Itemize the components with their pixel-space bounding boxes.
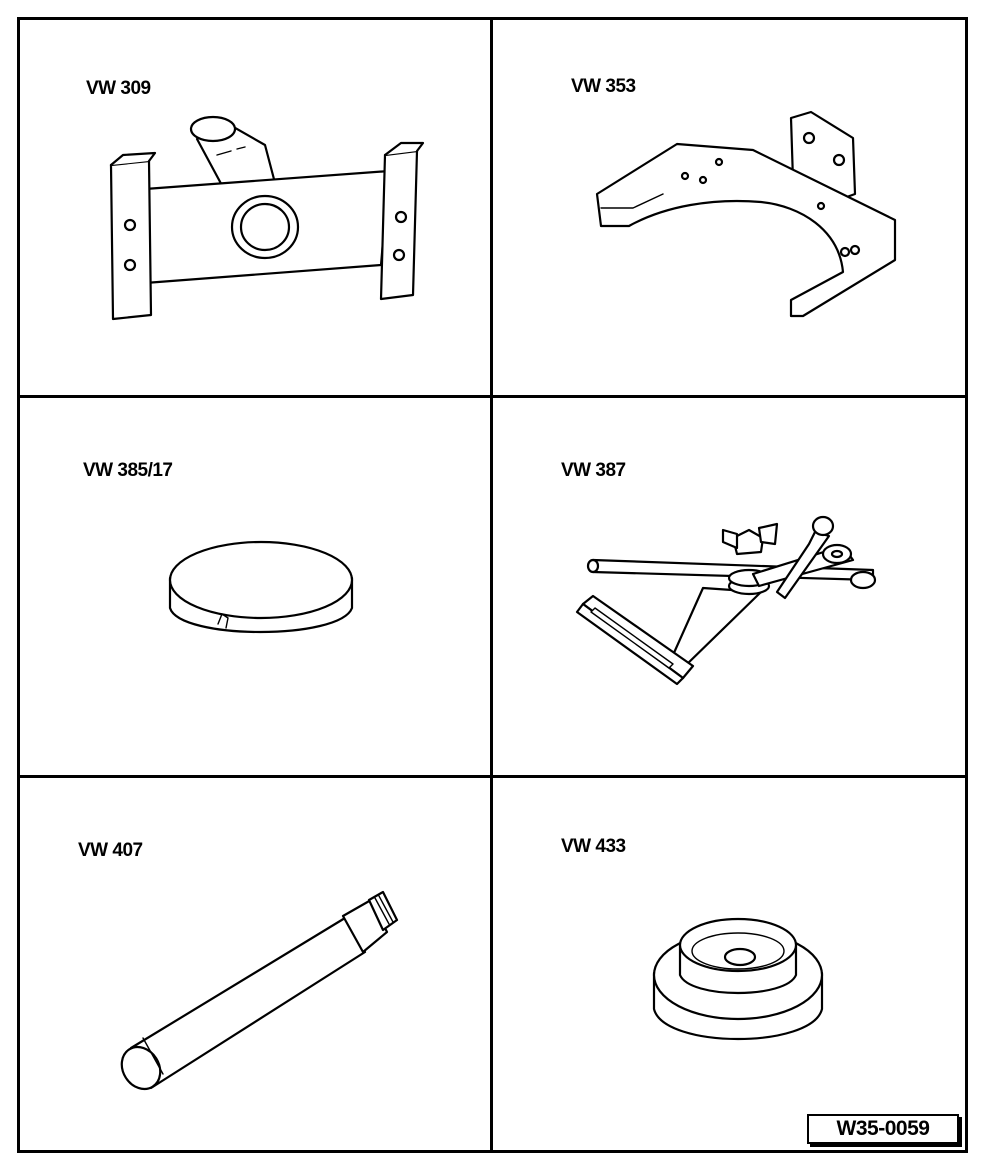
tool-label: VW 353 [571,76,636,97]
engine-support-bracket-icon [109,115,425,321]
tool-chart-frame: VW 309 VW 353 [17,17,968,1153]
tool-label: VW 433 [561,836,626,857]
tool-label: VW 309 [86,78,151,99]
dial-gauge-holder-icon [575,515,877,686]
tool-label: VW 385/17 [83,460,173,481]
tool-cell-vw387: VW 387 [493,398,971,775]
figure-code-badge: W35-0059 [807,1114,959,1144]
tool-label: VW 407 [78,840,143,861]
tool-cell-vw309: VW 309 [20,20,490,395]
grid-divider-row-2 [20,775,965,778]
grid-divider-vertical [490,20,493,1150]
grid-divider-row-1 [20,395,965,398]
tool-label: VW 387 [561,460,626,481]
tool-cell-vw353: VW 353 [493,20,971,395]
tool-cell-vw433: VW 433 W35-0059 [493,778,971,1156]
curved-mounting-plate-icon [595,110,897,318]
drift-mandrel-icon [120,890,399,1091]
thrust-piece-icon [652,917,824,1041]
tool-cell-vw385-17: VW 385/17 [20,398,490,775]
tool-cell-vw407: VW 407 [20,778,490,1156]
gauge-disc-icon [168,540,354,634]
